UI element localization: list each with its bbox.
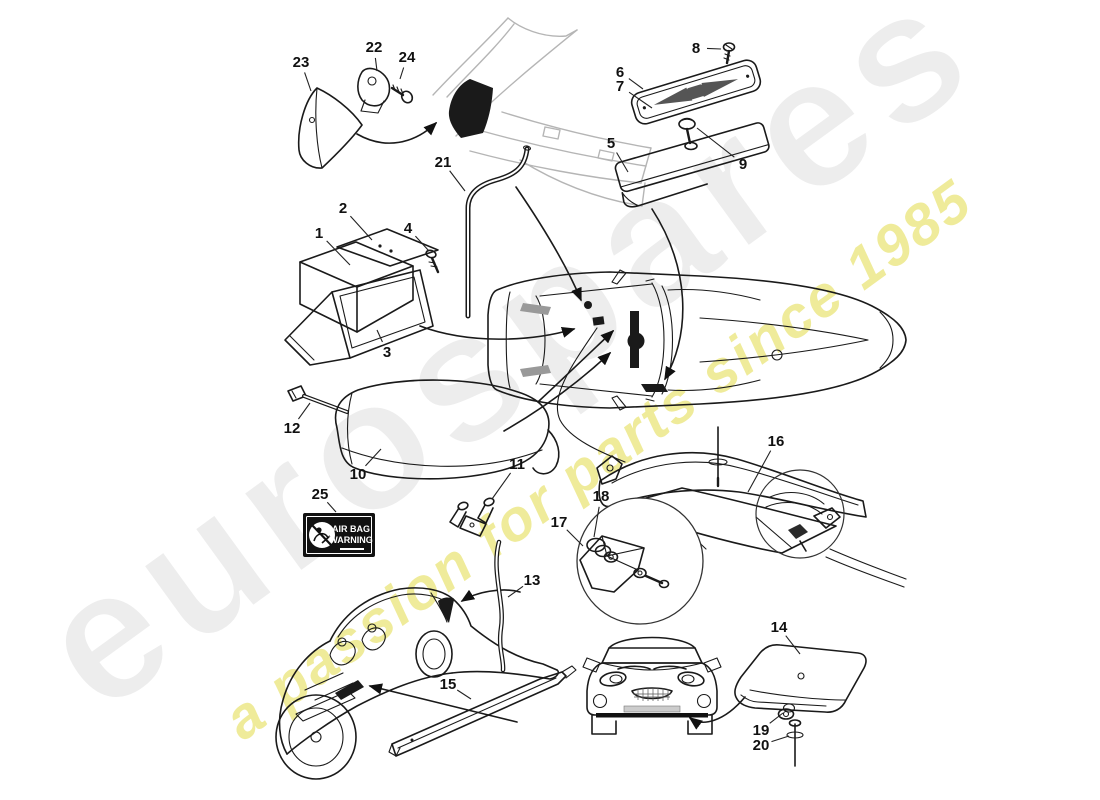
part-leader-4	[415, 235, 430, 252]
part-label-17: 17	[551, 514, 568, 531]
part-label-16: 16	[768, 433, 785, 450]
part-label-25: 25	[312, 486, 329, 503]
airbag-label-line1: AIR BAG	[332, 524, 370, 534]
tread-plate-group	[614, 42, 770, 208]
part-label-23: 23	[293, 54, 310, 71]
part-leader-23	[304, 72, 312, 92]
sill-location-mark	[641, 384, 668, 392]
airbag-warning-label: AIR BAG WARNING	[303, 513, 375, 557]
visor-pivot-11	[449, 497, 495, 537]
bin-3	[284, 269, 434, 366]
part-leader-16	[747, 450, 772, 493]
part-label-4: 4	[404, 220, 413, 237]
screw-4	[425, 249, 440, 274]
body-structure-ghost	[432, 17, 652, 207]
wings-emblem	[653, 79, 739, 105]
finisher-plate-6-7	[630, 59, 762, 125]
trim-23	[297, 87, 363, 169]
part-label-6: 6	[616, 64, 624, 81]
part-label-24: 24	[399, 49, 416, 66]
magnifier-detail-17-18	[576, 497, 704, 625]
sun-visor-10	[334, 379, 560, 480]
part-leader-9	[696, 127, 735, 158]
sill-plate-5	[614, 122, 770, 208]
header-rail-group	[576, 426, 907, 625]
sail-trim-group	[297, 67, 438, 169]
part-label-20: 20	[753, 737, 770, 754]
part-label-3: 3	[383, 344, 391, 361]
sail-panel-location	[448, 79, 493, 138]
part-label-5: 5	[607, 135, 615, 152]
part-label-10: 10	[350, 466, 367, 483]
part-leader-3	[376, 329, 383, 343]
part-label-9: 9	[739, 156, 747, 173]
part-label-12: 12	[284, 420, 301, 437]
part-label-15: 15	[440, 676, 457, 693]
part-leader-7	[628, 91, 653, 109]
pin-20	[786, 719, 804, 767]
part-label-2: 2	[339, 200, 347, 217]
part-leader-13	[507, 585, 524, 598]
part-label-1: 1	[315, 225, 323, 242]
car-top-view	[487, 269, 907, 411]
magnifier-rail-end	[755, 469, 845, 559]
trim-panel-14	[734, 644, 867, 713]
part-leader-14	[785, 635, 801, 655]
screw-8	[722, 42, 736, 65]
part-leader-24	[399, 67, 405, 80]
part-label-13: 13	[524, 572, 541, 589]
part-leader-12	[297, 402, 311, 420]
part-leader-21	[449, 170, 466, 192]
sun-visor-group	[287, 379, 560, 537]
part-leader-6	[628, 78, 644, 90]
part-leader-10	[365, 448, 382, 467]
stud-18	[633, 567, 670, 589]
part-label-8: 8	[692, 40, 700, 57]
car-side-view	[275, 587, 560, 780]
part-label-18: 18	[593, 488, 610, 505]
part-label-19: 19	[753, 722, 770, 739]
bracket-22	[357, 67, 391, 107]
part-label-7: 7	[616, 78, 624, 95]
part-label-14: 14	[771, 619, 788, 636]
part-label-22: 22	[366, 39, 383, 56]
part-leader-8	[706, 47, 722, 50]
screw-24	[390, 84, 414, 104]
part-leader-19	[769, 712, 784, 724]
part-leader-5	[616, 152, 629, 173]
seal-strip-13	[494, 539, 506, 673]
part-leader-25	[326, 501, 337, 513]
grille-mesh	[633, 688, 671, 701]
part-leader-2	[349, 215, 373, 241]
airbag-label-line2: WARNING	[329, 535, 373, 545]
drain-tube-21	[465, 145, 531, 319]
grommet-19	[777, 708, 795, 720]
part-leader-18	[593, 506, 600, 538]
grommet-17	[586, 537, 619, 563]
sill-finisher-15	[388, 665, 577, 757]
car-front-view	[582, 636, 746, 735]
part-leader-22	[374, 57, 378, 72]
part-label-21: 21	[435, 154, 452, 171]
part-leader-17	[566, 529, 584, 547]
part-leader-1	[326, 240, 351, 266]
quarter-trim-group	[734, 644, 867, 767]
part-leader-11	[491, 472, 512, 500]
part-label-11: 11	[509, 456, 525, 473]
airbag-pictogram	[311, 524, 333, 547]
mount-location-rect	[592, 316, 605, 326]
sill-mark	[335, 680, 364, 700]
part-leader-20	[771, 735, 790, 743]
visor-rod-12	[287, 385, 349, 414]
console-group	[284, 228, 440, 366]
lid-plate-2	[336, 228, 439, 267]
mount-location-dot	[584, 301, 592, 309]
part-leader-15	[456, 689, 472, 700]
location-arrows	[419, 186, 684, 463]
